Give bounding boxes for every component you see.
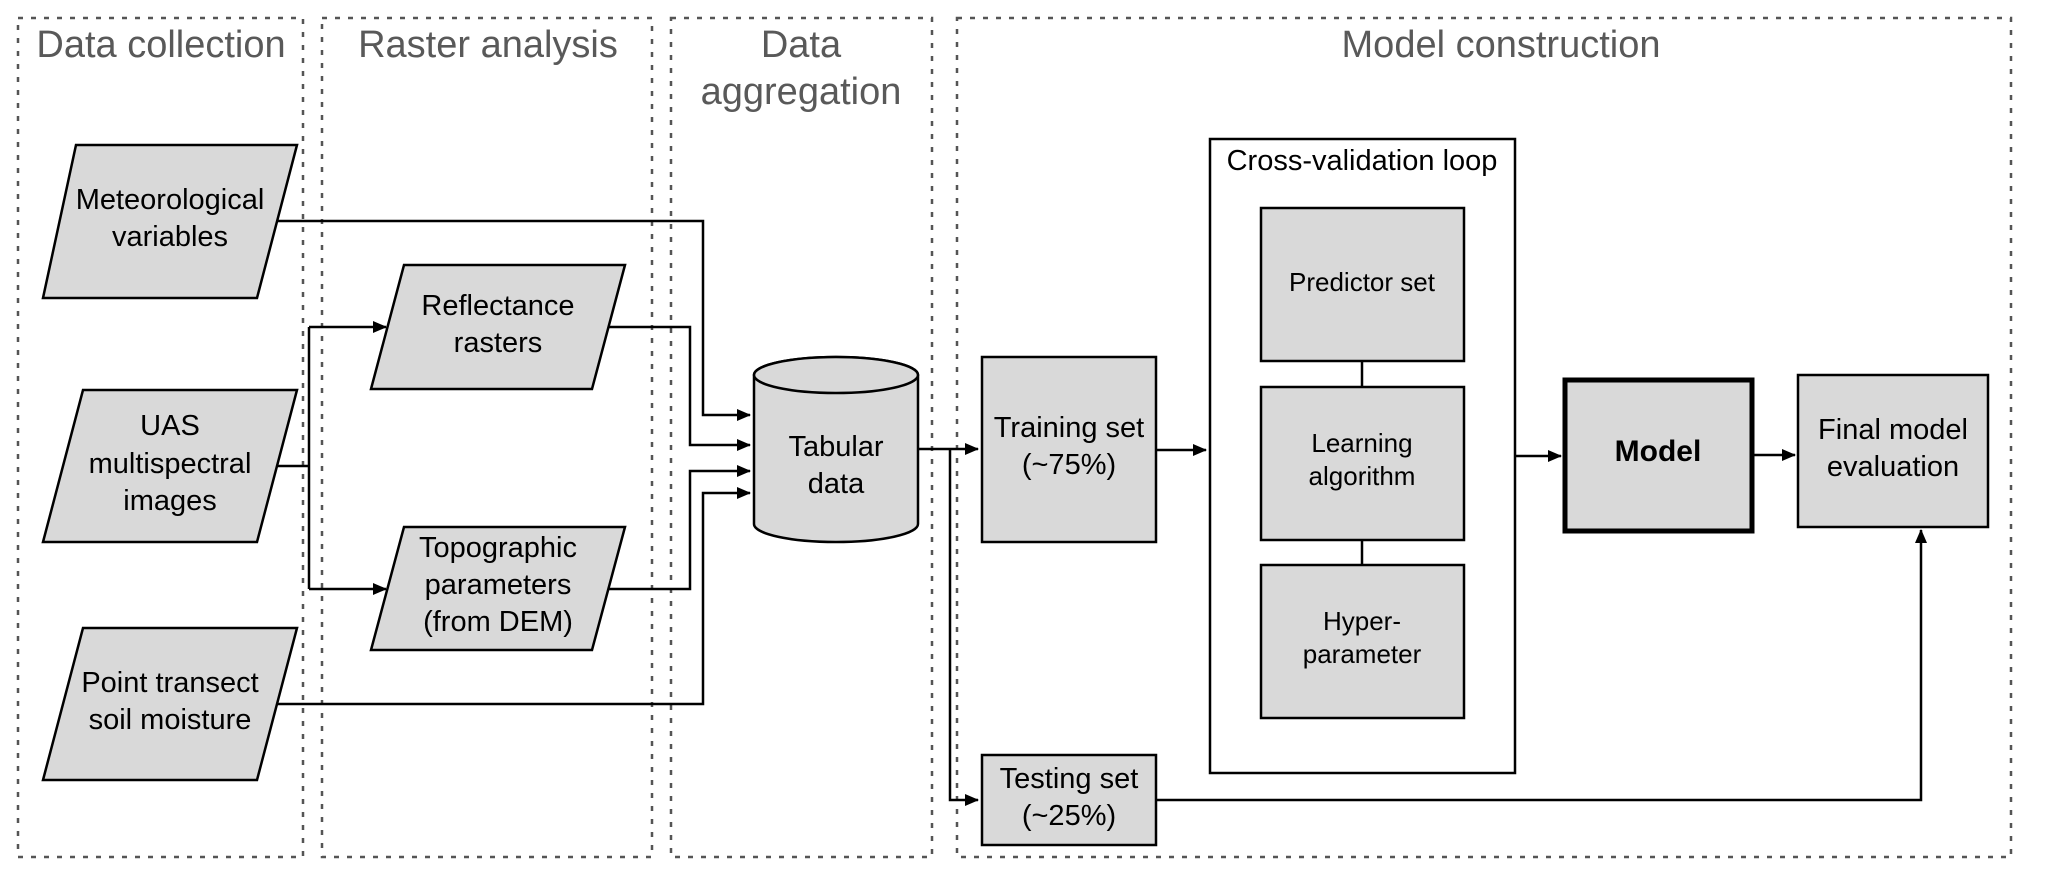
cross-validation-loop: Cross-validation loop Predictor set Lear… xyxy=(1208,137,1517,775)
node-hyperparameter-line1: Hyper- xyxy=(1323,606,1401,636)
node-testing-set: Testing set (~25%) xyxy=(980,753,1158,847)
connector-meteorological-to-tabular xyxy=(275,219,751,421)
cross-validation-loop-title: Cross-validation loop xyxy=(1227,145,1498,177)
node-reflectance-rasters: Reflectance rasters xyxy=(369,263,627,391)
connector-point-to-tabular xyxy=(268,487,751,706)
node-testing-line2: (~25%) xyxy=(1022,800,1116,832)
node-point-transect-soil-moisture: Point transect soil moisture xyxy=(41,626,299,782)
node-learning-line2: algorithm xyxy=(1309,461,1416,491)
node-model: Model xyxy=(1562,377,1755,534)
node-model-label: Model xyxy=(1615,435,1702,468)
node-evaluation-line2: evaluation xyxy=(1827,451,1959,483)
node-uas-line3: images xyxy=(123,485,217,517)
node-training-line1: Training set xyxy=(994,412,1144,444)
cylinder-top xyxy=(752,355,920,395)
node-tabular-line2: data xyxy=(808,468,865,500)
node-hyperparameter: Hyper- parameter xyxy=(1259,563,1466,720)
node-hyperparameter-line2: parameter xyxy=(1303,639,1422,669)
node-predictor-set-label: Predictor set xyxy=(1289,267,1436,297)
node-reflectance-line1: Reflectance xyxy=(421,290,574,322)
panel-raster-analysis xyxy=(320,16,654,859)
node-topographic-line3: (from DEM) xyxy=(423,606,573,638)
node-learning-algorithm: Learning algorithm xyxy=(1259,385,1466,542)
node-topographic-parameters: Topographic parameters (from DEM) xyxy=(369,525,627,652)
panel-title-data-aggregation-line2: aggregation xyxy=(701,71,902,113)
panel-title-raster-analysis: Raster analysis xyxy=(358,24,618,66)
node-meteorological-variables: Meteorological variables xyxy=(41,143,299,300)
node-topographic-line1: Topographic xyxy=(419,532,577,564)
connector-topographic-to-tabular xyxy=(608,465,751,591)
node-uas-line1: UAS xyxy=(140,410,200,442)
node-tabular-line1: Tabular xyxy=(788,431,883,463)
connector-tabular-to-testing xyxy=(948,449,979,806)
node-topographic-line2: parameters xyxy=(425,569,572,601)
node-tabular-data: Tabular data xyxy=(752,355,920,544)
node-training-line2: (~75%) xyxy=(1022,449,1116,481)
node-meteorological-line2: variables xyxy=(112,221,228,253)
panel-model-construction xyxy=(955,16,2013,859)
panel-data-collection xyxy=(16,16,305,859)
node-learning-line1: Learning xyxy=(1311,428,1412,458)
panel-title-model-construction: Model construction xyxy=(1342,24,1661,66)
node-testing-line1: Testing set xyxy=(1000,763,1139,795)
panel-data-aggregation xyxy=(669,16,934,859)
panel-title-data-aggregation-line1: Data xyxy=(761,24,842,66)
panel-title-data-collection: Data collection xyxy=(36,24,285,66)
node-uas-multispectral-images: UAS multispectral images xyxy=(41,388,299,544)
node-point-transect-line1: Point transect xyxy=(81,667,258,699)
node-uas-line2: multispectral xyxy=(89,448,252,480)
connector-testing-to-evaluation xyxy=(1156,529,1927,802)
connector-reflectance-to-tabular xyxy=(608,325,751,451)
node-meteorological-line1: Meteorological xyxy=(76,184,265,216)
node-predictor-set: Predictor set xyxy=(1259,206,1466,363)
node-point-transect-line2: soil moisture xyxy=(89,704,252,736)
node-final-model-evaluation: Final model evaluation xyxy=(1796,373,1990,529)
node-evaluation-line1: Final model xyxy=(1818,414,1968,446)
node-training-set: Training set (~75%) xyxy=(980,355,1158,544)
node-reflectance-line2: rasters xyxy=(454,327,543,359)
